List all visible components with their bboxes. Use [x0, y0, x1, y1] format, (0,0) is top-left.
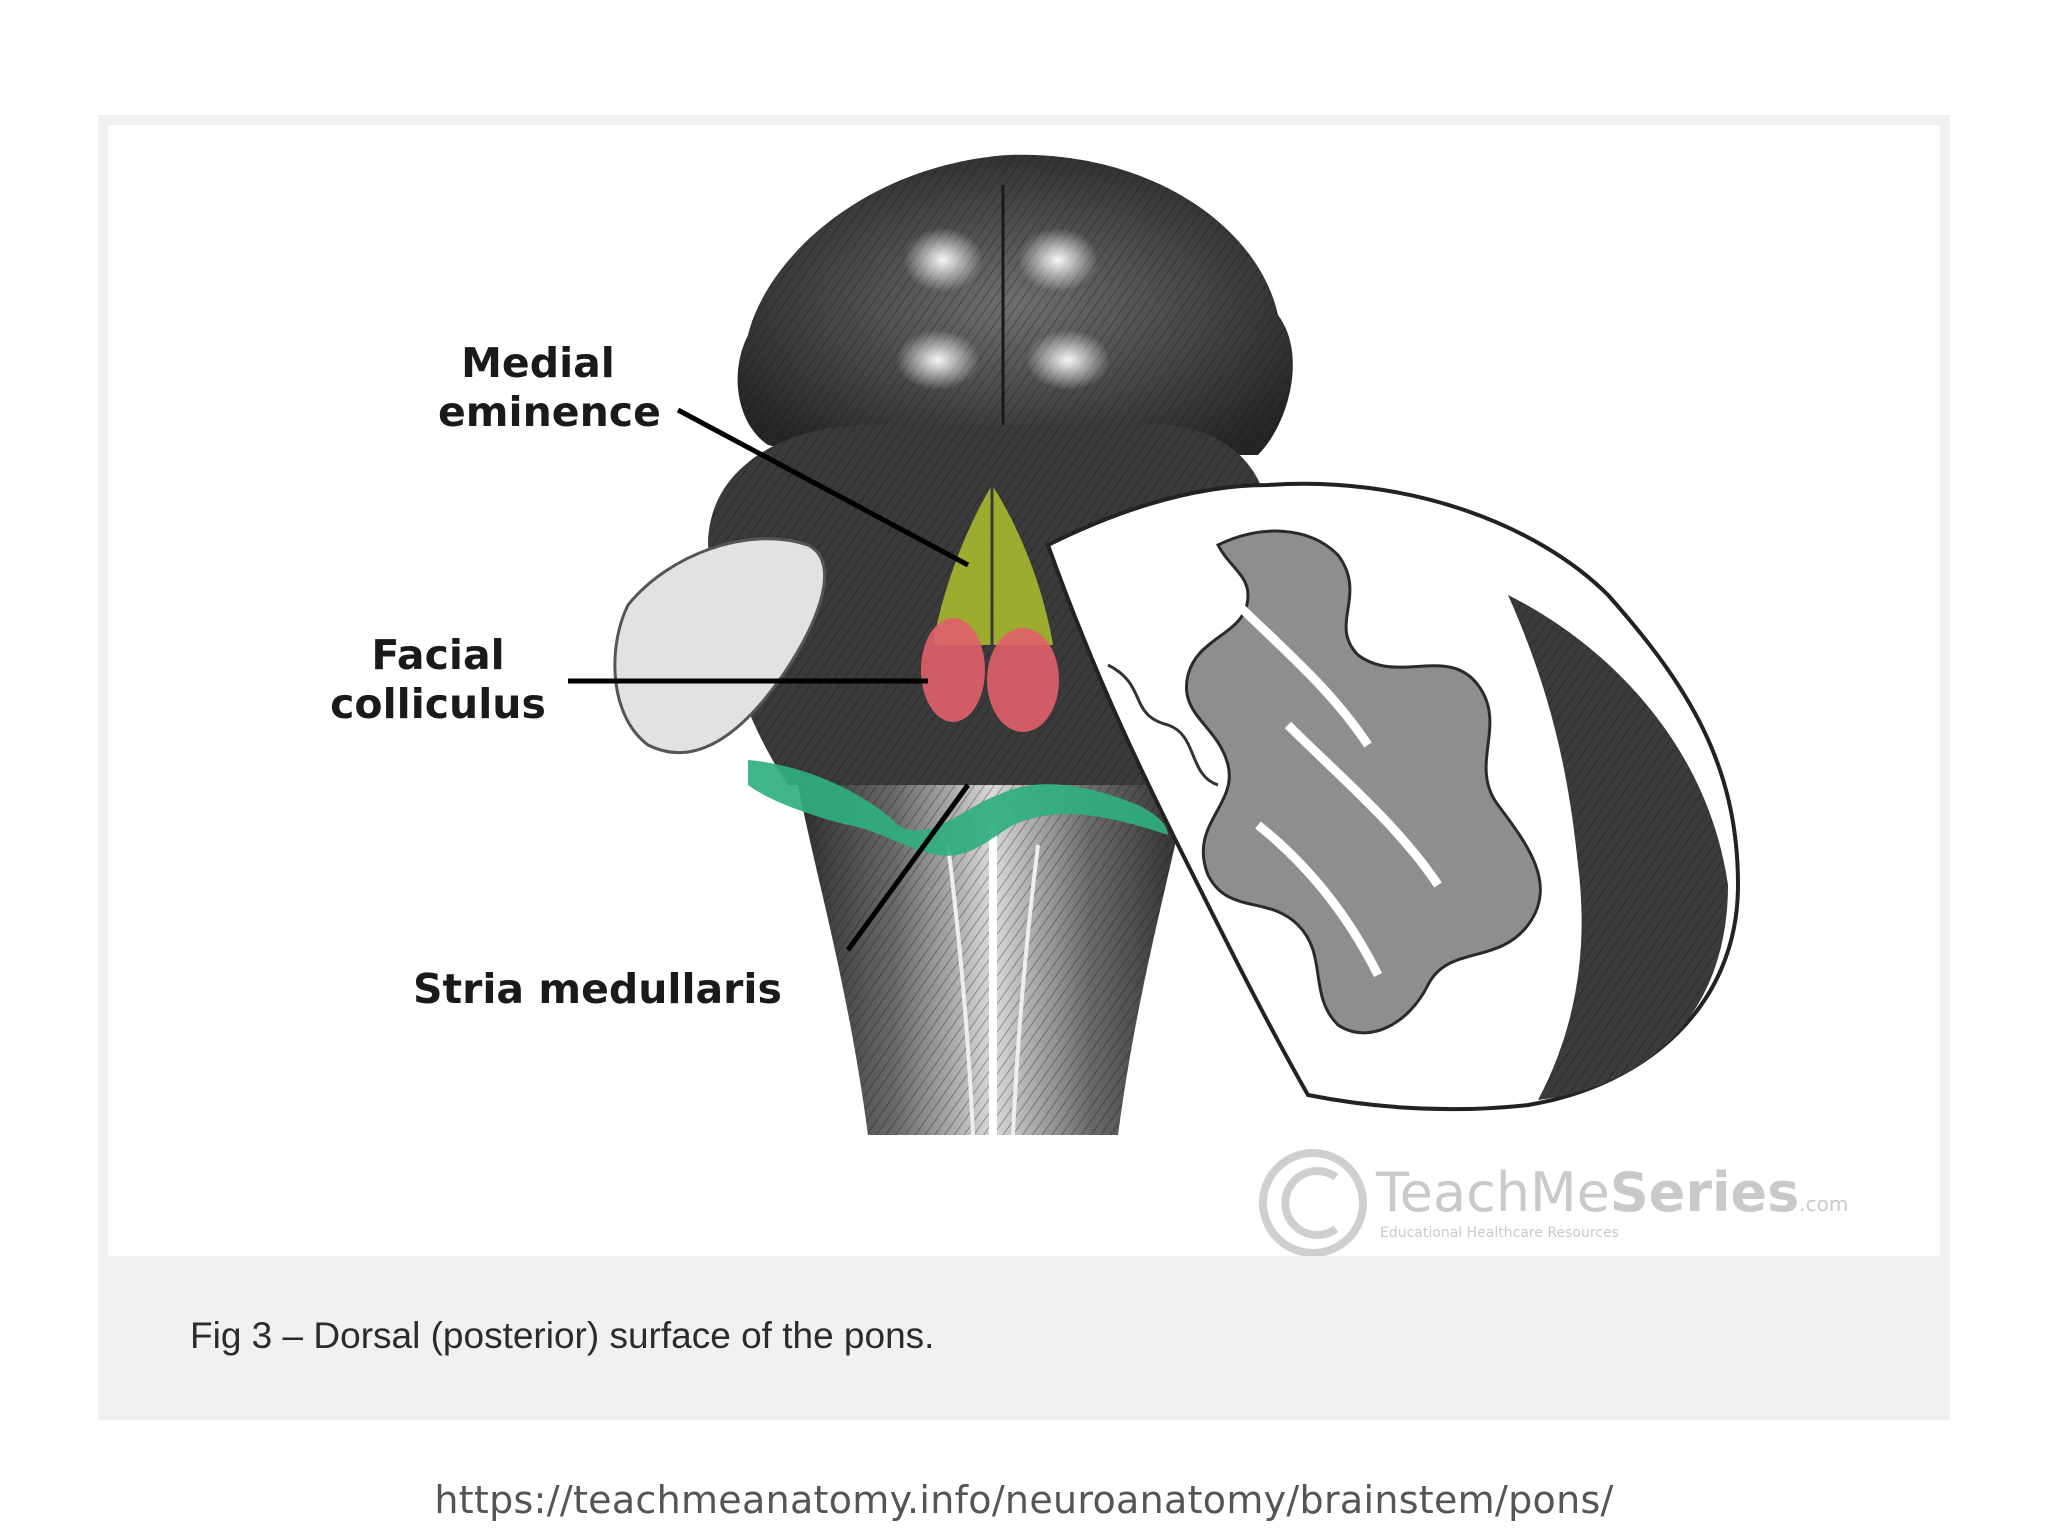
label-medial-eminence: Medial eminence: [438, 339, 661, 437]
label-medial-eminence-line2: eminence: [438, 388, 661, 436]
copyright-watermark-icon: [1259, 1149, 1367, 1256]
left-peduncle-cut: [613, 537, 826, 755]
leader-stria-medullaris: [845, 783, 971, 952]
facial-colliculus-left: [921, 618, 985, 722]
facial-colliculus-right: [987, 628, 1059, 732]
source-url: https://teachmeanatomy.info/neuroanatomy…: [434, 1478, 1614, 1522]
watermark-brand-light: TeachMe: [1376, 1161, 1610, 1224]
watermark-brand-bold: Series: [1609, 1161, 1800, 1224]
label-medial-eminence-line1: Medial: [461, 339, 615, 387]
label-stria-medullaris: Stria medullaris: [413, 965, 782, 1014]
watermark-brand-suffix: .com: [1799, 1192, 1849, 1216]
folia: [1184, 529, 1542, 1035]
watermark-tagline: Educational Healthcare Resources: [1380, 1225, 1619, 1241]
label-facial-colliculus-line2: colliculus: [330, 680, 546, 728]
figure-caption: Fig 3 – Dorsal (posterior) surface of th…: [190, 1315, 935, 1356]
label-facial-colliculus-line1: Facial: [371, 631, 505, 679]
stria-medullaris-highlight: [748, 760, 1168, 856]
label-stria-medullaris-text: Stria medullaris: [413, 965, 782, 1013]
watermark-brand: TeachMeSeries.com: [1376, 1161, 1848, 1224]
figure-frame: Medial eminence Facial colliculus Stria …: [98, 115, 1950, 1420]
label-facial-colliculus: Facial colliculus: [328, 631, 548, 729]
pons-illustration: Medial eminence Facial colliculus Stria …: [108, 125, 1940, 1256]
leader-medial-eminence: [676, 407, 970, 568]
